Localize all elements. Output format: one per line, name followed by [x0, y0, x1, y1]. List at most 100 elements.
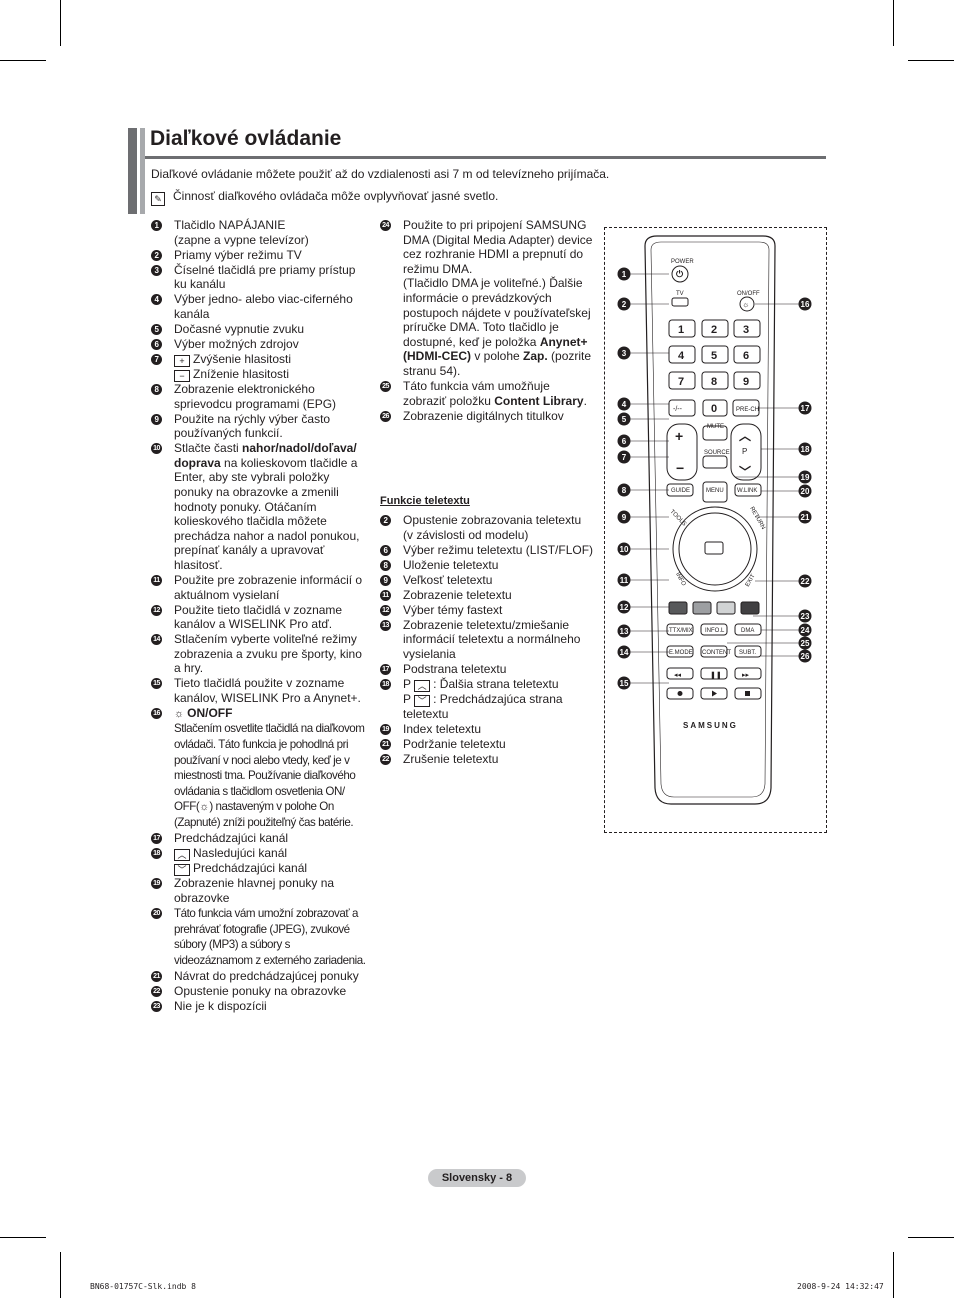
callout-number: 20	[801, 487, 810, 496]
callout-12	[617, 600, 631, 614]
callout-number: 5	[622, 415, 627, 424]
list-item: 18︿Nasledujúci kanál﹀Predchádzajúci kaná…	[151, 846, 371, 876]
item-number: 15	[151, 678, 162, 690]
callout-25	[798, 636, 812, 650]
number-key-label: 3	[743, 324, 749, 336]
forward-icon: ▸▸	[742, 672, 750, 679]
item-text-bold: nahor/nadol/doľava/ doprava	[174, 441, 357, 470]
item-number: 18	[380, 678, 391, 690]
source-button	[702, 455, 728, 469]
chevron-down-icon: ﹀	[414, 694, 431, 707]
callout-10	[617, 542, 631, 556]
minus-icon: −	[174, 369, 190, 382]
item-text: Priamy výber režimu TV	[174, 247, 302, 262]
callout-2	[617, 297, 631, 311]
item-number: 6	[151, 338, 162, 350]
pause-button	[700, 667, 728, 680]
callout-24	[798, 623, 812, 637]
item-number: 13	[380, 619, 391, 631]
callout-number: 9	[622, 513, 627, 522]
item-number: 4	[151, 294, 162, 306]
item-number: 21	[151, 970, 162, 982]
callout-4	[617, 397, 631, 411]
item-text: Výber jedno- alebo viac-ciferného kanála	[174, 292, 353, 321]
item-text: Podstrana teletextu	[403, 661, 507, 676]
content-button	[700, 645, 728, 658]
callout-number: 22	[801, 577, 810, 586]
callout-14	[617, 645, 631, 659]
callout-8	[617, 483, 631, 497]
infol-button	[700, 623, 728, 636]
chevron-down-icon: ﹀	[739, 465, 751, 479]
item-number: 22	[151, 985, 162, 997]
wlink-button	[734, 483, 762, 497]
item-text-bold: Zap.	[523, 349, 548, 364]
item-number: 9	[151, 413, 162, 425]
crop-mark	[0, 60, 46, 61]
callout-number: 11	[620, 576, 629, 585]
item-number: 2	[151, 249, 162, 261]
item-number: 12	[380, 604, 391, 616]
number-key-label: 6	[743, 350, 749, 362]
callout-18	[798, 442, 812, 456]
callout-number: 16	[801, 300, 810, 309]
item-text: Stlačením osvetlite tlačidlá na diaľkovo…	[174, 722, 365, 814]
note-icon: ✎	[151, 192, 165, 206]
title-rule	[145, 156, 826, 159]
zero-button	[702, 399, 728, 417]
callout-number: 15	[620, 679, 629, 688]
page-number: Slovensky - 8	[428, 1169, 526, 1187]
item-number: 11	[380, 589, 391, 601]
item-text: : Ďalšia strana teletextu	[433, 676, 559, 691]
callout-19	[798, 470, 812, 484]
number-key-label: 1	[678, 324, 684, 336]
chevron-up-icon: ︿	[174, 849, 190, 861]
teletext-heading: Funkcie teletextu	[380, 495, 470, 508]
subt-button	[734, 645, 762, 658]
volume-rocker	[666, 423, 698, 481]
item-text: Stlačením vyberte voliteľné režimy zobra…	[174, 632, 362, 676]
item-number: 17	[151, 833, 162, 845]
intro-text: Diaľkové ovládanie môžete použiť až do v…	[151, 167, 610, 181]
title-bar-accent	[128, 128, 137, 214]
item-text: Podržanie teletextu	[403, 736, 506, 751]
item-text: Tlačidlo NAPÁJANIE (zapne a vypne televí…	[174, 218, 309, 247]
note-text: Činnosť diaľkového ovládača môže ovplyvň…	[173, 189, 499, 203]
item-text: v polohe	[471, 349, 524, 364]
callout-16	[798, 297, 812, 311]
number-key-label: 7	[678, 376, 684, 388]
item-text: Nasledujúci kanál	[193, 846, 288, 860]
callout-15	[617, 676, 631, 690]
zero-label: 0	[711, 403, 717, 415]
channel-rocker	[730, 423, 762, 481]
minus-icon: −	[676, 460, 684, 476]
callout-number: 21	[801, 513, 810, 522]
callout-number: 14	[620, 648, 629, 657]
item-number: 8	[151, 384, 162, 396]
spacer	[380, 423, 595, 494]
yellow-button	[716, 601, 736, 615]
record-icon	[677, 691, 683, 696]
item-text: Číselné tlačidlá pre priamy prístup ku k…	[174, 262, 356, 292]
number-key-7	[668, 371, 696, 390]
callout-number: 24	[801, 626, 810, 635]
callout-number: 13	[620, 627, 629, 636]
callout-6	[617, 434, 631, 448]
number-key-5	[701, 345, 729, 364]
p-label: P	[742, 447, 747, 456]
print-timestamp: 2008-9-24 14:32:47	[797, 1282, 884, 1291]
number-key-label: 5	[711, 350, 717, 362]
item-text: P	[403, 691, 411, 706]
power-label: POWER	[671, 259, 694, 265]
callout-3	[617, 346, 631, 360]
number-key-label: 4	[678, 350, 685, 362]
